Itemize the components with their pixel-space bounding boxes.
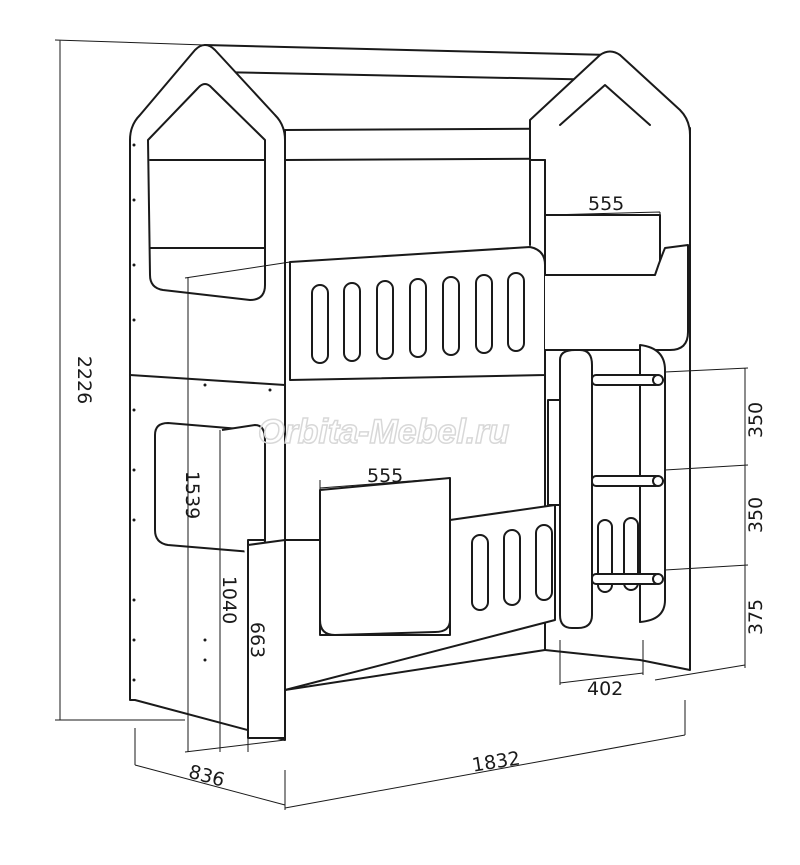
lower-slots xyxy=(471,517,639,611)
watermark: Orbita-Mebel.ru xyxy=(258,413,509,451)
upper-guard-rail xyxy=(289,244,689,381)
rung-step-middle-label: 350 xyxy=(745,497,767,533)
rung-step-bottom-label: 375 xyxy=(745,599,767,635)
lower-guard-height-label: 1040 xyxy=(218,576,240,624)
lower-bed-height-label: 663 xyxy=(246,622,268,658)
upper-opening-width-label: 555 xyxy=(588,193,624,215)
ladder xyxy=(559,344,666,629)
ladder-width-label: 402 xyxy=(587,678,623,700)
back-post xyxy=(529,159,546,246)
upper-tier-height-label: 1539 xyxy=(181,471,203,519)
dimension-lines xyxy=(54,39,749,810)
depth-label: 836 xyxy=(186,761,227,792)
lower-frame xyxy=(284,477,639,691)
upper-slots xyxy=(311,272,525,364)
total-height-label: 2226 xyxy=(73,356,95,404)
rung-step-top-label: 350 xyxy=(745,402,767,438)
lower-side-rail xyxy=(221,424,266,570)
length-label: 1832 xyxy=(470,747,521,776)
lower-opening-width-label: 555 xyxy=(367,465,403,487)
